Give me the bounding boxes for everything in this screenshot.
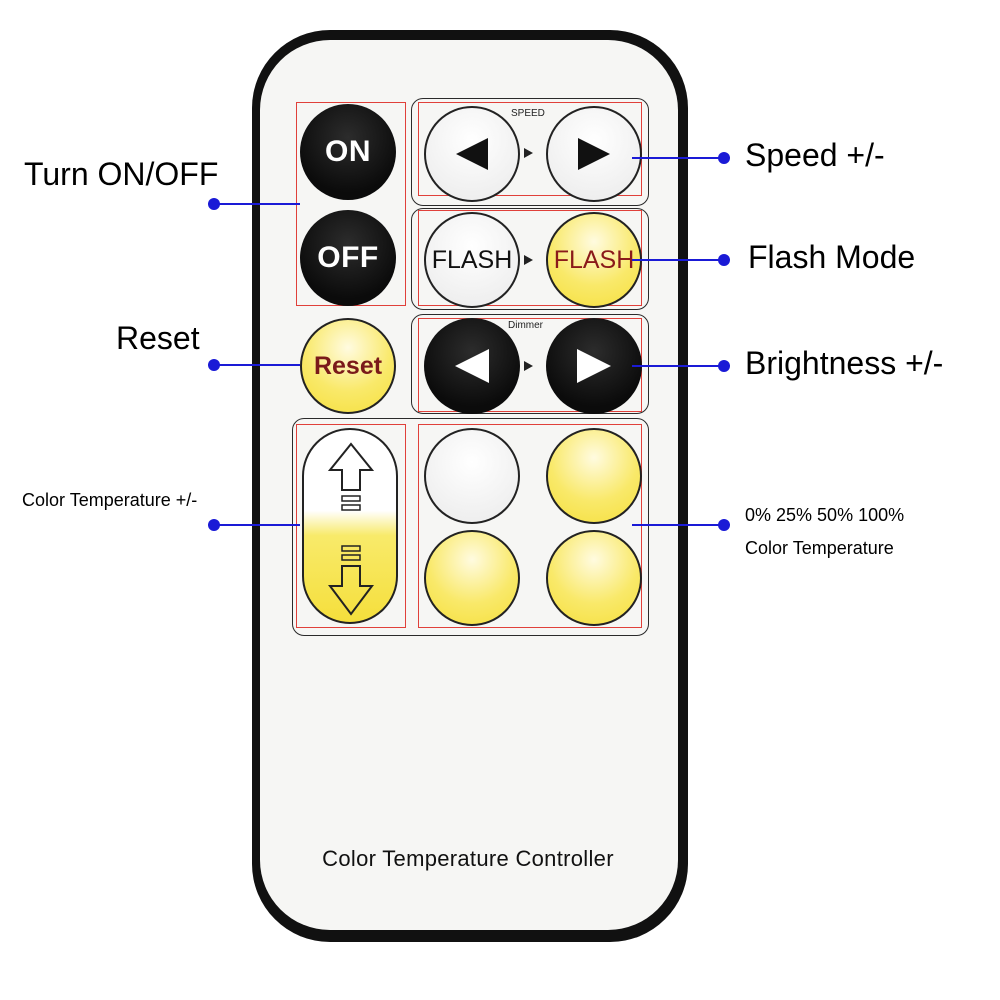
speed-label: SPEED — [511, 108, 545, 119]
dimmer-panel — [411, 314, 649, 414]
callout-line-flash — [632, 259, 724, 261]
callout-line-onoff — [214, 203, 300, 205]
speed-arrow-icon — [524, 148, 533, 158]
preset-0-button[interactable] — [424, 428, 520, 524]
speed-increase-button[interactable] — [546, 106, 642, 202]
callout-reset: Reset — [116, 320, 200, 356]
callout-line-brightness — [632, 365, 724, 367]
color-temperature-rocker[interactable] — [302, 428, 398, 624]
dimmer-label: Dimmer — [508, 320, 543, 331]
off-button[interactable]: OFF — [300, 210, 396, 306]
callout-line-colortemp — [214, 524, 300, 526]
dimmer-arrow-icon — [524, 361, 533, 371]
annotation-box-presets — [418, 424, 642, 628]
reset-button-label: Reset — [313, 351, 383, 380]
callout-dot-speed — [718, 152, 730, 164]
speed-panel — [411, 98, 649, 206]
brightness-increase-button[interactable] — [546, 318, 642, 414]
callout-presets-line2: Color Temperature — [745, 538, 894, 558]
flash-prev-button[interactable]: FLASH — [424, 212, 520, 308]
left-triangle-icon — [456, 138, 488, 170]
callout-dot-flash — [718, 254, 730, 266]
speed-decrease-button[interactable] — [424, 106, 520, 202]
callout-line-speed — [632, 157, 724, 159]
callout-brightness: Brightness +/- — [745, 345, 944, 381]
lower-panel — [292, 418, 649, 636]
right-triangle-icon — [578, 138, 610, 170]
down-arrow-icon — [328, 545, 374, 616]
preset-50-button[interactable] — [424, 530, 520, 626]
flash-next-button[interactable]: FLASH — [546, 212, 642, 308]
annotation-box-colortemp — [296, 424, 406, 628]
remote-footer-text: Color Temperature Controller — [322, 846, 614, 871]
flash-prev-label: FLASH — [431, 245, 513, 274]
up-arrow-icon — [328, 442, 374, 511]
callout-line-reset — [214, 364, 300, 366]
callout-dot-presets — [718, 519, 730, 531]
callout-turn-on-off: Turn ON/OFF — [24, 156, 219, 192]
callout-dot-brightness — [718, 360, 730, 372]
callout-flash-mode: Flash Mode — [748, 239, 916, 275]
right-triangle-icon — [577, 349, 611, 383]
preset-25-button[interactable] — [546, 428, 642, 524]
callout-presets-line1: 0% 25% 50% 100% — [745, 505, 905, 525]
on-button[interactable]: ON — [300, 104, 396, 200]
preset-100-button[interactable] — [546, 530, 642, 626]
callout-line-presets — [632, 524, 724, 526]
left-triangle-icon — [455, 349, 489, 383]
callout-speed: Speed +/- — [745, 137, 885, 173]
reset-button[interactable]: Reset — [300, 318, 396, 414]
off-button-label: OFF — [317, 241, 379, 274]
flash-next-label: FLASH — [553, 245, 635, 274]
brightness-decrease-button[interactable] — [424, 318, 520, 414]
on-button-label: ON — [325, 135, 371, 168]
flash-arrow-icon — [524, 255, 533, 265]
callout-color-temperature: Color Temperature +/- — [22, 490, 198, 510]
